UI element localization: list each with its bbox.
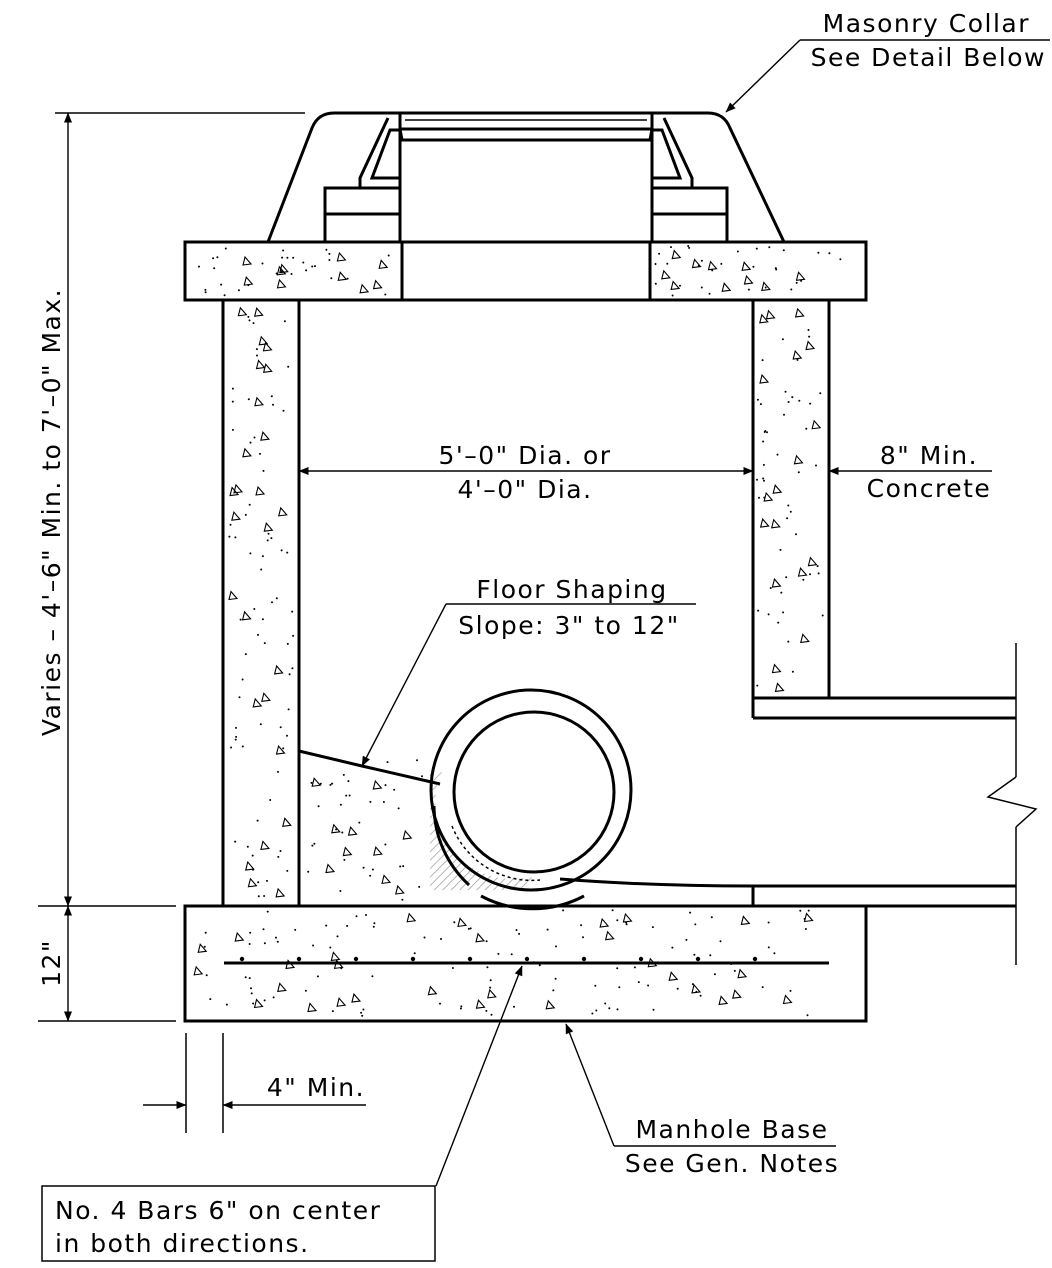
concrete-stipple xyxy=(193,245,842,1017)
diameter-dimension: 5'–0" Dia. or 4'–0" Dia. xyxy=(298,441,754,504)
floor-shaping-callout: Floor Shaping Slope: 3" to 12" xyxy=(361,575,696,767)
masonry-collar-callout: Masonry Collar See Detail Below xyxy=(725,9,1050,113)
floor-shaping-label-1: Floor Shaping xyxy=(476,575,667,604)
height-dimension: Varies – 4'–6" Min. to 7'–0" Max. xyxy=(37,112,305,907)
manhole-base-label-1: Manhole Base xyxy=(635,1115,828,1144)
manhole-base-label-2: See Gen. Notes xyxy=(625,1149,839,1178)
masonry-collar-label-2: See Detail Below xyxy=(811,43,1046,72)
masonry-collar xyxy=(266,111,786,244)
base-projection-label: 4" Min. xyxy=(267,1073,365,1102)
rebar-note-line-2: in both directions. xyxy=(55,1229,310,1258)
height-dimension-label: Varies – 4'–6" Min. to 7'–0" Max. xyxy=(37,288,66,736)
diameter-label-1: 5'–0" Dia. or xyxy=(438,441,611,470)
inlet-pipe xyxy=(429,688,633,911)
wall-label-1: 8" Min. xyxy=(880,441,978,470)
base-slab xyxy=(183,904,868,1023)
base-projection-dimension: 4" Min. xyxy=(143,1033,366,1133)
diameter-label-2: 4'–0" Dia. xyxy=(457,475,592,504)
wall-thickness-callout: 8" Min. Concrete xyxy=(828,441,992,503)
outlet-pipe xyxy=(751,643,1038,965)
rebar-callout: No. 4 Bars 6" on center in both directio… xyxy=(41,965,523,1262)
top-slab xyxy=(183,240,868,302)
floor-shaping-label-2: Slope: 3" to 12" xyxy=(458,611,679,640)
left-wall xyxy=(221,298,301,908)
masonry-collar-label-1: Masonry Collar xyxy=(823,9,1030,38)
rebar-note-line-1: No. 4 Bars 6" on center xyxy=(55,1196,381,1225)
wall-label-2: Concrete xyxy=(867,474,992,503)
rebar-note-box xyxy=(41,1185,436,1262)
frame-lid xyxy=(398,111,654,131)
base-thickness-label: 12" xyxy=(37,939,66,987)
manhole-base-callout: Manhole Base See Gen. Notes xyxy=(565,1023,839,1178)
base-thickness-dimension: 12" xyxy=(37,905,176,1022)
floor-shaping xyxy=(298,749,754,888)
